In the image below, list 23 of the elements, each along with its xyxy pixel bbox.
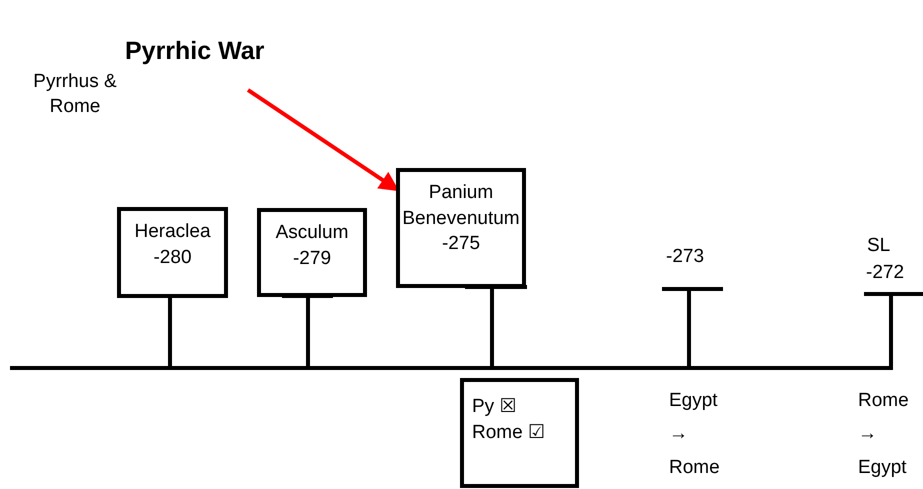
event-text: Asculum (276, 221, 348, 245)
event-box (117, 207, 228, 298)
event-text: -275 (442, 232, 480, 256)
event-box (396, 168, 526, 288)
event-box (257, 208, 367, 297)
event-text: Benevenutum (402, 206, 520, 231)
event-text: -280 (153, 246, 192, 270)
event-label: SL (867, 234, 890, 258)
event-text: Panium (428, 181, 494, 205)
event-text: -279 (292, 246, 332, 271)
transfer-label: Rome → Egypt (858, 389, 910, 480)
transfer-label: Egypt → Rome (669, 389, 721, 480)
connector-line (168, 298, 172, 366)
note-text: Pyrrhus & Rome (32, 70, 118, 119)
event-text: Rome ☑ (472, 420, 545, 445)
event-box (460, 378, 579, 488)
event-text: Heraclea (134, 220, 211, 244)
connector-line (490, 288, 494, 366)
title: Pyrrhic War (125, 36, 264, 67)
date-label: -272 (866, 261, 904, 285)
date-label: -273 (666, 245, 704, 269)
event-text: Py ☒ (472, 395, 516, 419)
connector-line (306, 297, 310, 366)
